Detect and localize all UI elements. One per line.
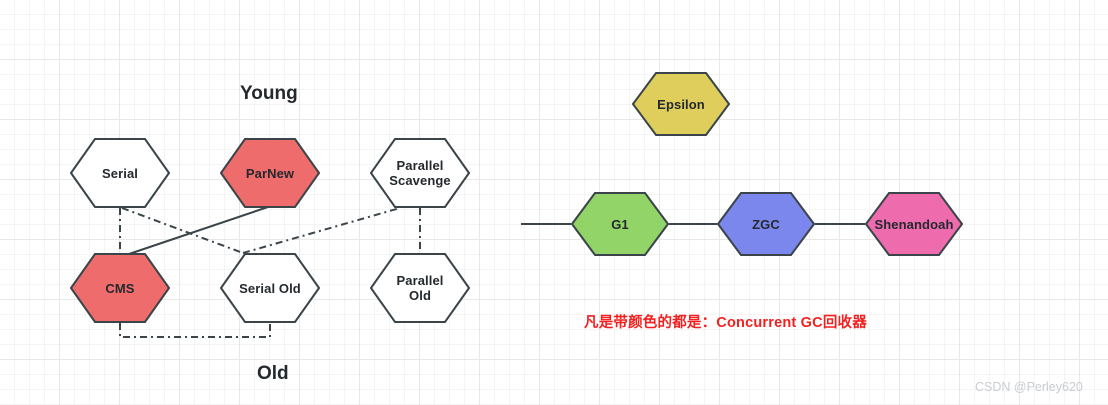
node-label: ParNew [245,165,295,181]
node-serial-old[interactable]: Serial Old [220,253,320,323]
hexagon-shape [70,253,170,323]
node-zgc[interactable]: ZGC [717,192,815,256]
hexagon-shape [632,72,730,136]
node-parallel-scavenge[interactable]: Parallel Scavenge [370,138,470,208]
node-label: Serial Old [239,280,301,296]
node-shenandoah[interactable]: Shenandoah [865,192,963,256]
node-label: Serial [101,165,138,181]
node-label: Epsilon [657,96,705,112]
node-epsilon[interactable]: Epsilon [632,72,730,136]
node-serial[interactable]: Serial [70,138,170,208]
hexagon-shape [220,138,320,208]
node-parallel-old[interactable]: Parallel Old [370,253,470,323]
hexagon-shape [370,253,470,323]
edge-serial-to-serial-old [121,207,244,254]
hexagon-shape [865,192,963,256]
group-label-young: Young [240,83,298,104]
node-label: Parallel Scavenge [389,158,451,188]
node-label: Shenandoah [874,216,954,232]
edge-serial-old-to-parallel-scavenge [242,207,401,254]
node-cms[interactable]: CMS [70,253,170,323]
node-g1[interactable]: G1 [571,192,669,256]
hexagon-shape [370,138,470,208]
hexagon-shape [70,138,170,208]
hexagon-shape [220,253,320,323]
node-label: CMS [105,280,135,296]
edge-cms-to-serial-old-bottom [119,323,271,338]
node-label: Parallel Old [396,273,444,303]
edge-parnew-to-cms [128,206,269,255]
node-label: ZGC [752,216,780,232]
legend-note: 凡是带颜色的都是：Concurrent GC回收器 [584,315,867,331]
group-label-old: Old [257,363,289,384]
watermark: CSDN @Perley620 [975,380,1083,394]
hexagon-shape [717,192,815,256]
node-label: G1 [611,216,629,232]
node-parnew[interactable]: ParNew [220,138,320,208]
hexagon-shape [571,192,669,256]
